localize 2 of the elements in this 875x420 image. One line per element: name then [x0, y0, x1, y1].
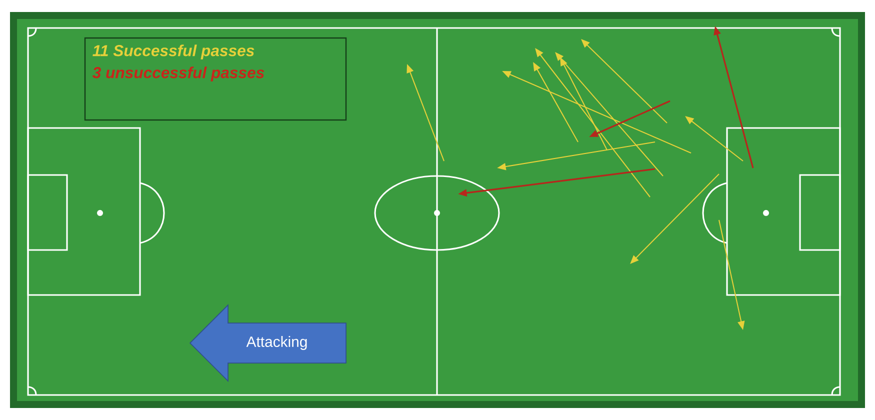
legend-entry: 11 Successful passes — [92, 44, 254, 60]
legend-entry: 3 unsuccessful passes — [92, 66, 264, 82]
